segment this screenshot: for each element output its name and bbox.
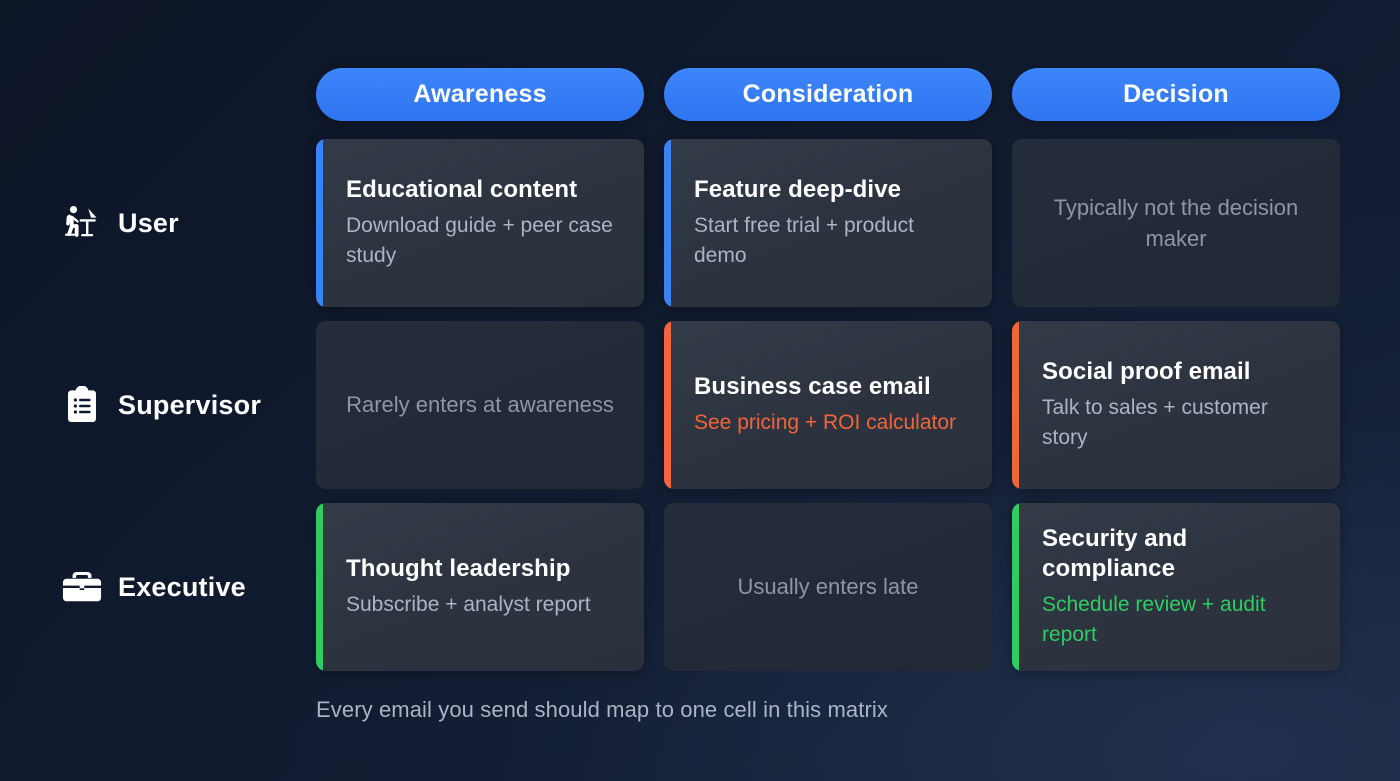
cell-muted-text: Typically not the decision maker: [1053, 194, 1299, 251]
briefcase-icon: [62, 567, 102, 607]
column-header-label: Decision: [1123, 80, 1229, 108]
column-header-consideration: Consideration: [654, 68, 1002, 121]
cell-user-consideration[interactable]: Feature deep-dive Start free trial + pro…: [654, 139, 1002, 307]
accent-bar-orange: [1012, 321, 1019, 489]
cell-title: Educational content: [346, 176, 578, 204]
footer-caption: Every email you send should map to one c…: [306, 687, 1350, 733]
cell-subtitle: Schedule review + audit report: [1042, 592, 1266, 646]
row-label-text: Executive: [118, 571, 246, 602]
column-header-pill[interactable]: Awareness: [316, 68, 644, 121]
column-header-pill[interactable]: Decision: [1012, 68, 1340, 121]
person-at-desk-icon: [62, 203, 102, 243]
column-header-pill[interactable]: Consideration: [664, 68, 992, 121]
row-label-text: User: [118, 207, 179, 238]
cell-card[interactable]: Thought leadership Subscribe + analyst r…: [316, 503, 644, 671]
column-header-decision: Decision: [1002, 68, 1350, 121]
cell-subtitle: Talk to sales + customer story: [1042, 396, 1268, 450]
cell-title: Social proof email: [1042, 358, 1251, 386]
accent-bar-blue: [664, 139, 671, 307]
clipboard-icon: [62, 385, 102, 425]
cell-card[interactable]: Social proof email Talk to sales + custo…: [1012, 321, 1340, 489]
cell-card-muted[interactable]: Typically not the decision maker: [1012, 139, 1340, 307]
cell-card-muted[interactable]: Usually enters late: [664, 503, 992, 671]
cell-subtitle: See pricing + ROI calculator: [694, 411, 957, 435]
column-header-awareness: Awareness: [306, 68, 654, 121]
cell-card[interactable]: Educational content Download guide + pee…: [316, 139, 644, 307]
cell-title: Feature deep-dive: [694, 176, 902, 204]
cell-card[interactable]: Business case email See pricing + ROI ca…: [664, 321, 992, 489]
cell-card[interactable]: Feature deep-dive Start free trial + pro…: [664, 139, 992, 307]
cell-user-awareness[interactable]: Educational content Download guide + pee…: [306, 139, 654, 307]
row-label-text: Supervisor: [118, 389, 262, 420]
row-label-user: User: [0, 139, 306, 307]
cell-subtitle: Download guide + peer case study: [346, 214, 613, 268]
cell-card[interactable]: Security and compliance Schedule review …: [1012, 503, 1340, 671]
cell-title: Thought leadership: [346, 554, 571, 582]
accent-bar-blue: [316, 139, 323, 307]
cell-supervisor-awareness[interactable]: Rarely enters at awareness: [306, 321, 654, 489]
cell-executive-decision[interactable]: Security and compliance Schedule review …: [1002, 503, 1350, 671]
cell-user-decision[interactable]: Typically not the decision maker: [1002, 139, 1350, 307]
cell-muted-text: Usually enters late: [737, 574, 919, 600]
accent-bar-green: [316, 503, 323, 671]
row-label-executive: Executive: [0, 503, 306, 671]
row-label-supervisor: Supervisor: [0, 321, 306, 489]
cell-title: Security and compliance: [1042, 525, 1188, 582]
column-header-label: Consideration: [742, 80, 914, 108]
cell-card-muted[interactable]: Rarely enters at awareness: [316, 321, 644, 489]
footer-caption-text: Every email you send should map to one c…: [316, 697, 888, 722]
cell-subtitle: Start free trial + product demo: [694, 214, 915, 268]
cell-title: Business case email: [694, 372, 931, 400]
cell-muted-text: Rarely enters at awareness: [346, 392, 614, 418]
cell-executive-awareness[interactable]: Thought leadership Subscribe + analyst r…: [306, 503, 654, 671]
accent-bar-green: [1012, 503, 1019, 671]
cell-supervisor-consideration[interactable]: Business case email See pricing + ROI ca…: [654, 321, 1002, 489]
cell-supervisor-decision[interactable]: Social proof email Talk to sales + custo…: [1002, 321, 1350, 489]
cell-executive-consideration[interactable]: Usually enters late: [654, 503, 1002, 671]
cell-subtitle: Subscribe + analyst report: [346, 593, 591, 617]
column-header-label: Awareness: [413, 80, 547, 108]
accent-bar-orange: [664, 321, 671, 489]
